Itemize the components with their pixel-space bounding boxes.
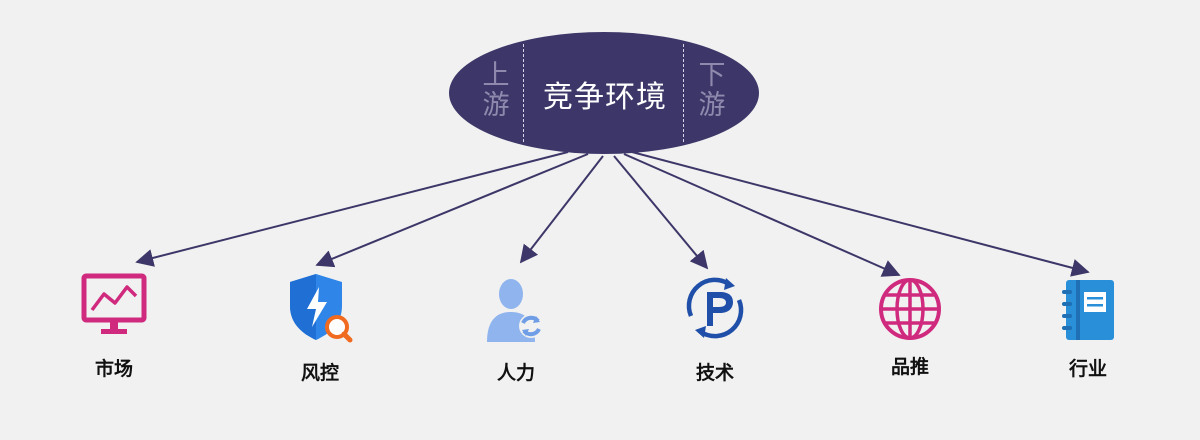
arrow-to-promotion — [623, 153, 901, 277]
arrow-to-risk-control — [315, 153, 589, 268]
node-label-market: 市场 — [94, 358, 133, 380]
downstream-label: 下 游 — [698, 60, 726, 121]
globe-icon — [879, 278, 941, 340]
person-sync-icon — [487, 279, 543, 342]
node-risk-control: 风控 — [260, 272, 380, 385]
upstream-label: 上 游 — [482, 60, 510, 121]
node-market: 市场 — [54, 272, 174, 381]
node-label-tech: 技术 — [695, 362, 734, 384]
arrow-to-industry — [631, 151, 1090, 277]
central-ellipse — [449, 32, 759, 154]
node-promotion: 品推 — [850, 276, 970, 379]
shield-search-icon — [290, 274, 353, 343]
node-label-risk-control: 风控 — [300, 362, 339, 384]
node-label-hr: 人力 — [496, 362, 535, 384]
node-tech: 技术 — [655, 272, 775, 385]
central-title: 竞争环境 — [543, 80, 667, 115]
node-hr: 人力 — [456, 272, 576, 385]
notebook-icon — [1062, 280, 1114, 340]
node-label-promotion: 品推 — [890, 356, 929, 378]
node-industry: 行业 — [1028, 276, 1148, 381]
right-divider — [683, 44, 684, 142]
parking-cycle-icon — [686, 277, 744, 339]
node-label-industry: 行业 — [1068, 358, 1107, 380]
left-divider — [523, 44, 524, 142]
arrow-to-market — [135, 151, 569, 267]
arrow-to-hr — [519, 155, 604, 264]
arrow-to-tech — [613, 155, 709, 270]
monitor-chart-icon — [81, 273, 147, 334]
